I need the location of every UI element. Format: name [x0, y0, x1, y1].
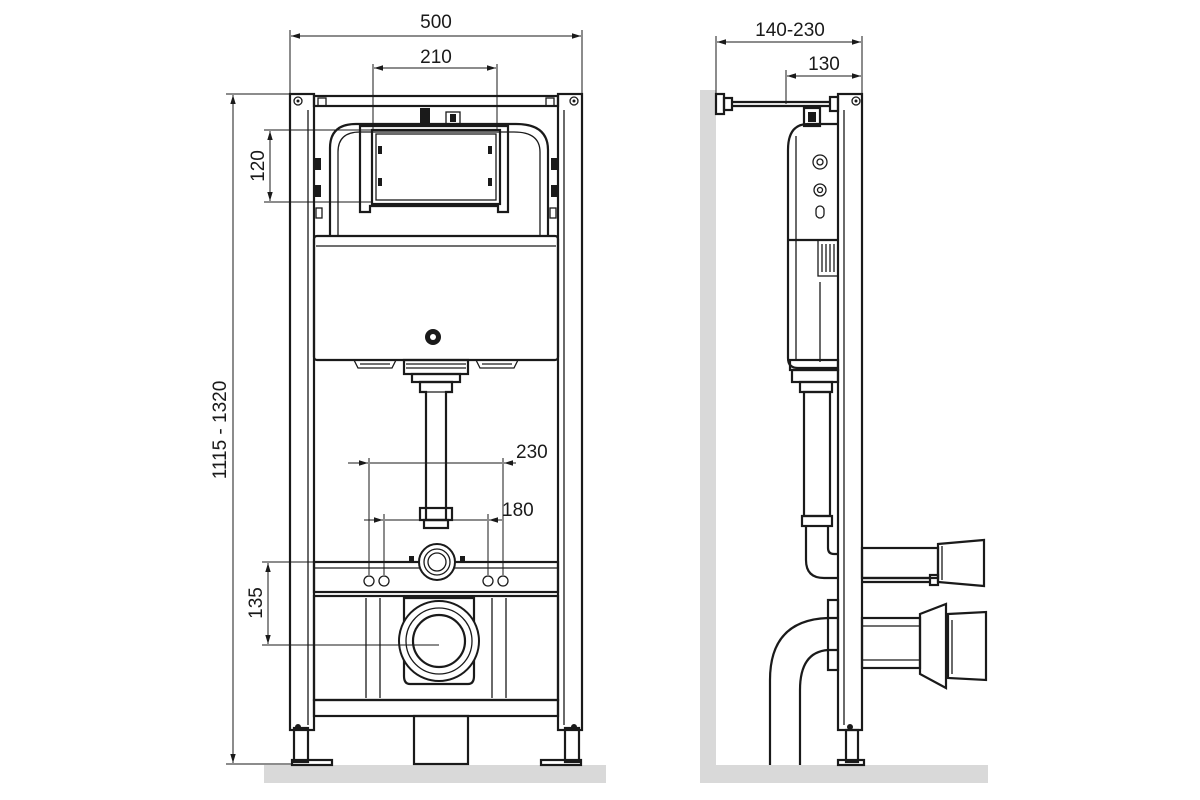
bolt-crossbar [312, 543, 560, 594]
side-upright [836, 92, 864, 732]
side-flush-outlet [860, 538, 986, 588]
front-view [288, 92, 584, 767]
dim-depth-140-230: 140-230 [755, 20, 825, 41]
side-drain-outlet [860, 602, 988, 690]
front-feet [290, 726, 583, 767]
side-view [714, 92, 988, 767]
front-floor [264, 765, 606, 783]
mount-holes [293, 96, 579, 730]
side-dimensions: 140-230 130 [715, 20, 863, 104]
wall-bracket [714, 92, 840, 116]
dim-bolt-spacing-180: 180 [502, 500, 534, 521]
dim-frame-height: 1115 - 1320 [210, 381, 231, 480]
top-crossbar [312, 94, 560, 108]
front-dimensions: 500 210 120 1115 - 1320 230 180 [210, 12, 583, 765]
cistern [312, 108, 560, 384]
bottom-drain-stub [412, 714, 470, 766]
lower-frame [312, 594, 560, 718]
side-floor [700, 765, 988, 783]
dim-bolt-spacing-230: 230 [516, 442, 548, 463]
side-drain-bend [768, 598, 840, 765]
side-flush-pipe [798, 380, 838, 580]
left-upright [288, 92, 316, 732]
flush-pipe [418, 380, 454, 530]
dim-depth-130: 130 [808, 54, 840, 75]
side-wall [700, 90, 716, 765]
right-upright [556, 92, 584, 732]
side-cistern [786, 106, 840, 384]
flush-plate-opening [358, 124, 510, 214]
dim-plate-width-210: 210 [420, 47, 452, 68]
dim-drain-height-135: 135 [246, 587, 267, 619]
dim-plate-height-120: 120 [248, 150, 269, 182]
dim-width-500: 500 [420, 12, 452, 33]
